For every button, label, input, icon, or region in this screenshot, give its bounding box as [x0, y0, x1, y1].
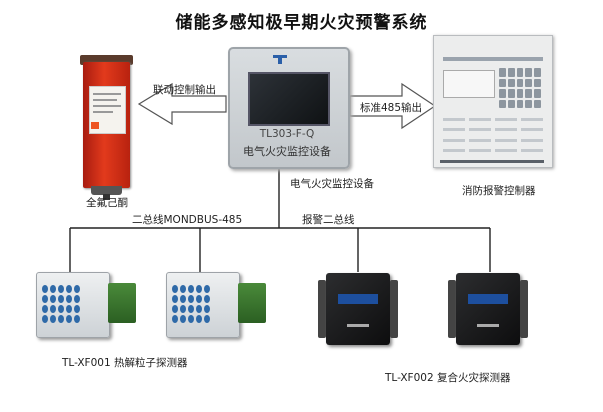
brand-strip	[468, 294, 508, 304]
extinguisher-label: 全氟己酮	[86, 197, 128, 209]
particle-detector-2	[166, 272, 240, 338]
extinguisher-nozzle	[91, 186, 122, 195]
device-screen-name: 电气火灾监控设备	[243, 145, 331, 158]
warning-icon	[91, 122, 99, 129]
panel-header-strip	[443, 57, 543, 61]
device-screen	[248, 72, 330, 126]
terminal-block	[108, 283, 136, 323]
panel-display	[443, 70, 495, 98]
mount-ear	[448, 280, 456, 338]
detector1-label: TL-XF001 热解粒子探测器	[62, 357, 188, 369]
panel-indicator-rows	[443, 118, 543, 156]
bus-left-label: 二总线MONDBUS-485	[132, 214, 243, 226]
right-arrow	[349, 82, 437, 130]
panel-footer	[440, 160, 544, 163]
fan-grille-icon	[172, 285, 210, 323]
extinguisher-cap	[80, 55, 133, 65]
right-arrow-label: 标准485输出	[360, 102, 423, 114]
panel-label: 消防报警控制器	[462, 185, 536, 197]
extinguisher-outlet	[103, 194, 110, 200]
mount-ear	[520, 280, 528, 338]
panel-keypad	[499, 68, 541, 108]
device-model: TL303-F-Q	[259, 128, 315, 140]
device-caption: 电气火灾监控设备	[290, 178, 374, 190]
composite-detector-2	[456, 273, 520, 345]
left-arrow-label: 联动控制输出	[153, 84, 216, 96]
fan-grille-icon	[42, 285, 80, 323]
diagram-title: 储能多感知极早期火灾预警系统	[175, 13, 428, 33]
composite-detector-1	[326, 273, 390, 345]
left-arrow	[137, 82, 227, 126]
detector2-label: TL-XF002 复合火灾探测器	[385, 372, 511, 384]
mount-ear	[318, 280, 326, 338]
brand-logo-icon	[273, 55, 287, 64]
status-leds	[347, 324, 369, 327]
terminal-block	[238, 283, 266, 323]
bus-right-label: 报警二总线	[302, 214, 355, 226]
particle-detector-1	[36, 272, 110, 338]
brand-strip	[338, 294, 378, 304]
mount-ear	[390, 280, 398, 338]
status-leds	[477, 324, 499, 327]
